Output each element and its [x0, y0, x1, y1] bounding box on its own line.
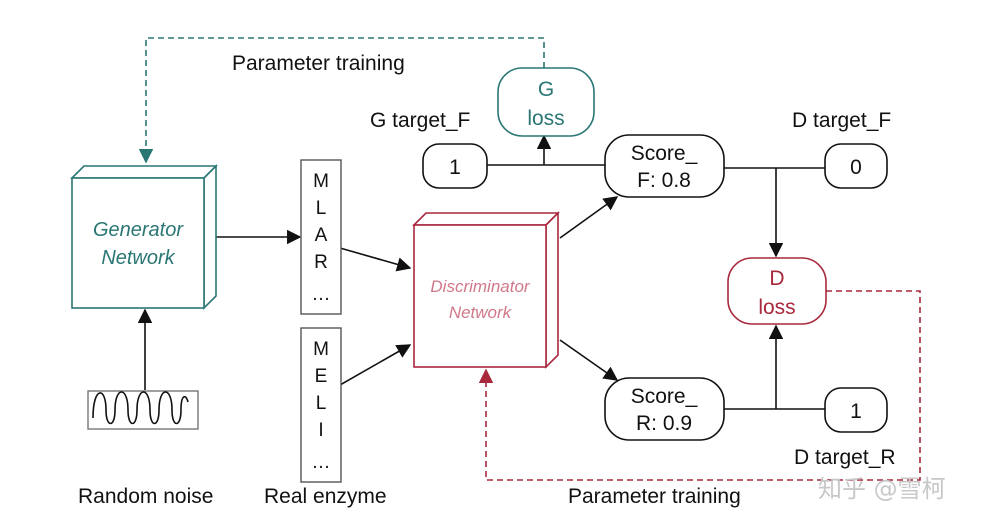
d-loss-line1: D [769, 267, 784, 290]
fake-to-discriminator-arrow [339, 247, 412, 272]
score-r-line1: Score_ [631, 385, 698, 408]
fake-seq-char: … [312, 284, 331, 305]
score-f-line1: Score_ [631, 142, 698, 165]
discriminator-feedback-line [478, 290, 921, 481]
discriminator-label-line2: Network [449, 303, 513, 322]
real-enzyme-label: Real enzyme [264, 485, 387, 508]
random-noise-label: Random noise [78, 485, 213, 508]
d-target-r-node: 1 [824, 387, 888, 433]
d-loss-line2: loss [758, 296, 795, 319]
discriminator-to-score-f-arrow [559, 196, 619, 239]
noise-wave-icon [87, 390, 199, 430]
score-f-node: Score_ F: 0.8 [604, 134, 725, 198]
discriminator-network: Discriminator Network [412, 211, 560, 369]
score-r-node: Score_ R: 0.9 [604, 377, 725, 441]
fake-seq-char: M [313, 171, 329, 192]
d-target-r-label: D target_R [794, 446, 896, 469]
real-seq-char: … [312, 452, 331, 473]
real-seq-char: I [318, 420, 323, 441]
score-r-line2: R: 0.9 [636, 412, 692, 435]
generator-feedback-line [138, 37, 545, 164]
generator-network: Generator Network [70, 164, 218, 310]
real-seq-char: E [315, 366, 328, 387]
fake-seq-char: L [316, 198, 327, 219]
g-loss-node: G loss [497, 67, 595, 137]
real-seq-char: L [316, 393, 327, 414]
param-training-bottom-label: Parameter training [568, 485, 741, 508]
param-training-top-label: Parameter training [232, 52, 405, 75]
watermark: 知乎 @雪柯 [818, 475, 946, 503]
discriminator-label-line1: Discriminator [430, 277, 531, 296]
d-target-f-label: D target_F [792, 109, 891, 132]
real-sequence-box: M E L I … [300, 327, 342, 483]
g-loss-line1: G [538, 78, 554, 101]
d-loss-node: D loss [727, 257, 827, 325]
g-target-f-label: G target_F [370, 109, 470, 132]
d-target-f-node: 0 [824, 143, 888, 189]
real-to-discriminator-arrow [339, 344, 412, 386]
d-target-r-value: 1 [850, 400, 862, 423]
discriminator-to-score-r-arrow [559, 339, 619, 381]
g-target-f-value: 1 [449, 156, 461, 179]
fake-seq-char: A [315, 225, 328, 246]
g-target-f-node: 1 [422, 143, 488, 189]
d-target-f-value: 0 [850, 156, 862, 179]
real-seq-char: M [313, 339, 329, 360]
generator-label-line2: Network [101, 247, 175, 269]
g-loss-line2: loss [527, 107, 564, 130]
fake-seq-char: R [314, 252, 328, 273]
fake-sequence-box: M L A R … [300, 159, 342, 315]
generator-label-line1: Generator [93, 219, 184, 241]
score-f-line2: F: 0.8 [637, 169, 691, 192]
